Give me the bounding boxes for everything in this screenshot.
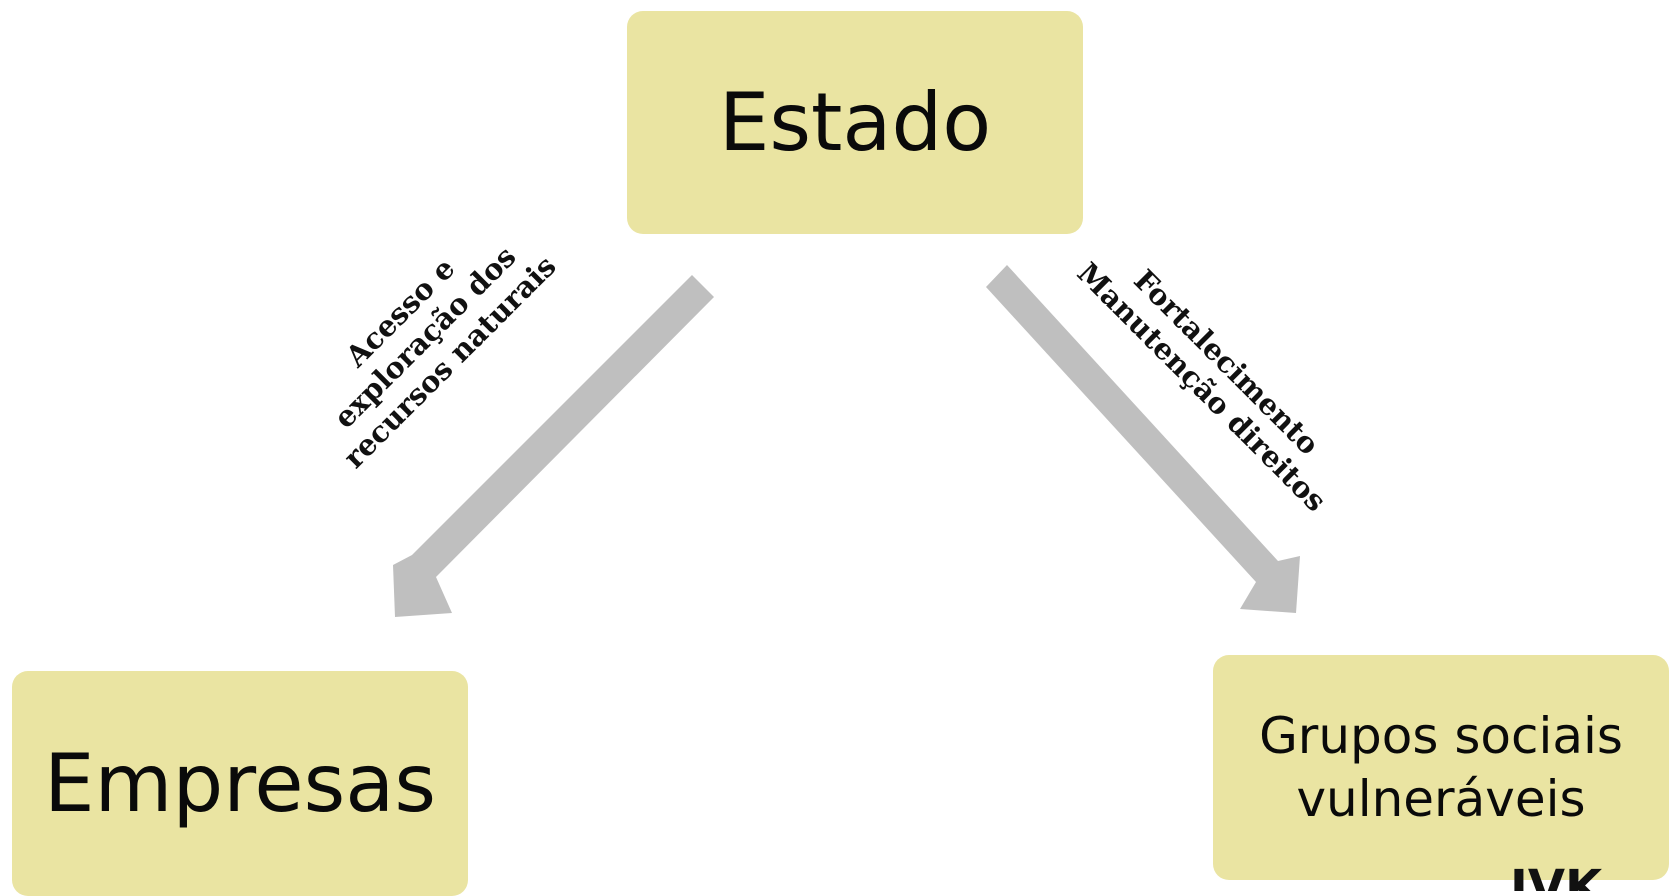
node-grupos-sociais: Grupos sociais vulneráveis bbox=[1213, 655, 1669, 880]
node-estado-label: Estado bbox=[718, 76, 992, 169]
arrow-estado-to-empresas bbox=[393, 275, 714, 617]
node-grupos-label-line2: vulneráveis bbox=[1296, 769, 1586, 828]
node-estado: Estado bbox=[627, 11, 1083, 234]
node-grupos-label-line1: Grupos sociais bbox=[1259, 707, 1623, 765]
node-grupos-label: Grupos sociais vulneráveis bbox=[1259, 705, 1623, 830]
node-empresas-label: Empresas bbox=[44, 737, 436, 830]
node-empresas: Empresas bbox=[12, 671, 468, 896]
logo: IVK bbox=[1510, 868, 1630, 891]
arrow-estado-to-grupos bbox=[986, 265, 1300, 613]
logo-mark-icon: IVK bbox=[1510, 868, 1602, 891]
